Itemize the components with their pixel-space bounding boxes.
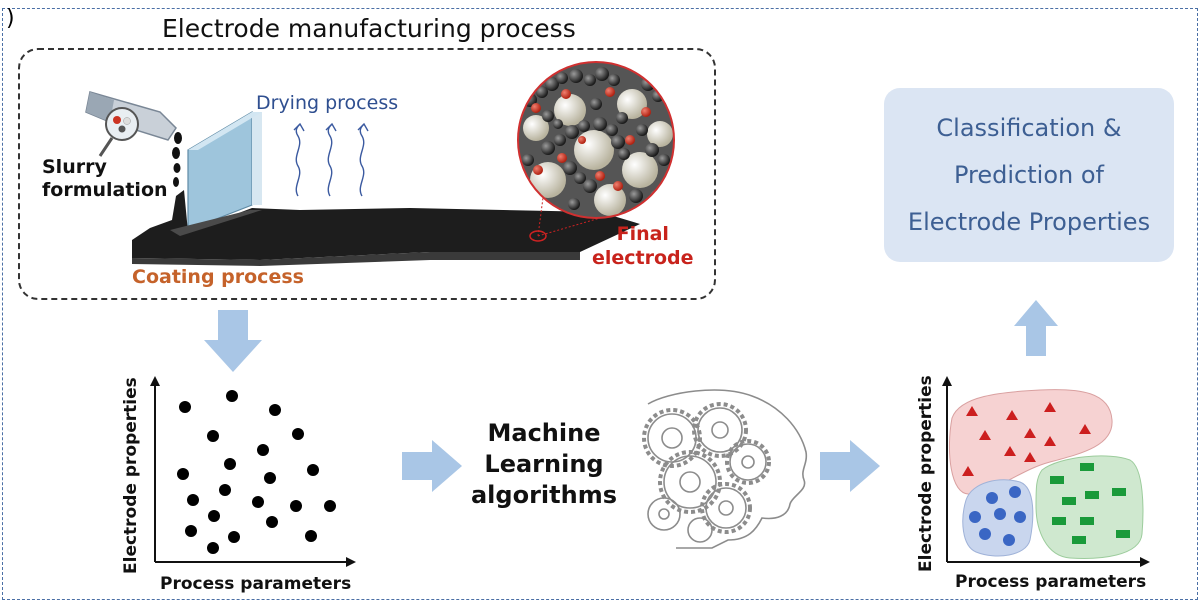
arrow-right-to-ml <box>402 440 462 492</box>
arrow-right-to-result <box>820 440 880 492</box>
left-plot-xlabel: Process parameters <box>160 574 352 594</box>
right-plot-xlabel: Process parameters <box>955 572 1147 592</box>
class-b-circles <box>969 486 1026 546</box>
right-plot-regions <box>948 389 1144 559</box>
slurry-label: Slurry formulation <box>42 156 168 201</box>
right-plot-axes <box>942 376 1150 567</box>
drying-wave-icons <box>293 122 369 197</box>
class-a-triangles <box>962 402 1091 476</box>
drying-label: Drying process <box>256 92 399 114</box>
electrode-microstructure-zoom <box>517 61 675 242</box>
brain-gears-icon <box>642 389 808 549</box>
arrow-down <box>204 310 262 372</box>
left-plot-axes <box>150 376 356 567</box>
result-text: Classification & Prediction of Electrode… <box>907 113 1151 236</box>
figure-title: Electrode manufacturing process <box>162 14 576 43</box>
slurry-container-icon <box>85 91 177 157</box>
coated-film <box>132 190 640 266</box>
right-plot-ylabel: Electrode properties <box>916 375 936 572</box>
ml-algorithms-label: Machine Learning algorithms <box>470 419 617 509</box>
panel-label: ) <box>6 6 15 31</box>
left-plot-ylabel: Electrode properties <box>121 377 141 574</box>
coating-blade <box>187 110 262 231</box>
result-box: Classification & Prediction of Electrode… <box>884 88 1174 262</box>
slurry-drops <box>172 132 182 187</box>
final-electrode-label: Final electrode <box>592 223 694 269</box>
coating-label: Coating process <box>132 266 304 288</box>
figure-frame <box>2 8 1198 600</box>
arrow-up <box>1014 300 1058 356</box>
class-c-rectangles <box>1050 463 1130 544</box>
left-plot-points <box>177 390 336 554</box>
process-box <box>18 48 716 300</box>
